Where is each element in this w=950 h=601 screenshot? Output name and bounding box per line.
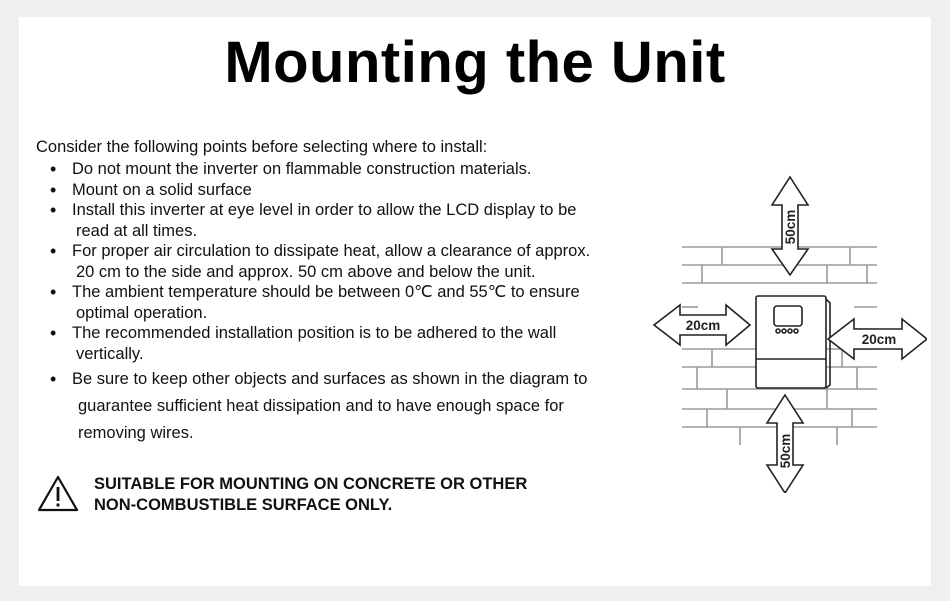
page-title: Mounting the Unit bbox=[224, 30, 726, 95]
warning-triangle-icon bbox=[37, 475, 79, 512]
intro-text: Consider the following points before sel… bbox=[36, 138, 488, 156]
document-page: Mounting the Unit Consider the following… bbox=[19, 17, 931, 586]
list-item: Be sure to keep other objects and surfac… bbox=[36, 366, 636, 447]
left-clearance-arrow: 20cm bbox=[652, 303, 752, 347]
left-clearance-label: 20cm bbox=[686, 318, 721, 333]
list-item: The recommended installation position is… bbox=[36, 323, 636, 364]
right-clearance-arrow: 20cm bbox=[826, 317, 927, 361]
inverter-unit bbox=[755, 295, 831, 389]
bottom-clearance-label: 50cm bbox=[778, 434, 793, 469]
warning-notice: SUITABLE FOR MOUNTING ON CONCRETE OR OTH… bbox=[37, 472, 597, 524]
list-item: The ambient temperature should be betwee… bbox=[36, 282, 636, 323]
warning-text: SUITABLE FOR MOUNTING ON CONCRETE OR OTH… bbox=[94, 475, 528, 514]
list-item: Install this inverter at eye level in or… bbox=[36, 200, 636, 241]
clearance-diagram: 50cm 50cm 20cm 20cm bbox=[652, 175, 927, 493]
install-points-list: Do not mount the inverter on flammable c… bbox=[36, 159, 636, 447]
list-item: For proper air circulation to dissipate … bbox=[36, 241, 636, 282]
top-clearance-label: 50cm bbox=[783, 210, 798, 245]
top-clearance-arrow: 50cm bbox=[770, 175, 810, 277]
list-item: Mount on a solid surface bbox=[36, 180, 636, 201]
list-item: Do not mount the inverter on flammable c… bbox=[36, 159, 636, 180]
right-clearance-label: 20cm bbox=[862, 332, 897, 347]
bottom-clearance-arrow: 50cm bbox=[765, 393, 805, 493]
